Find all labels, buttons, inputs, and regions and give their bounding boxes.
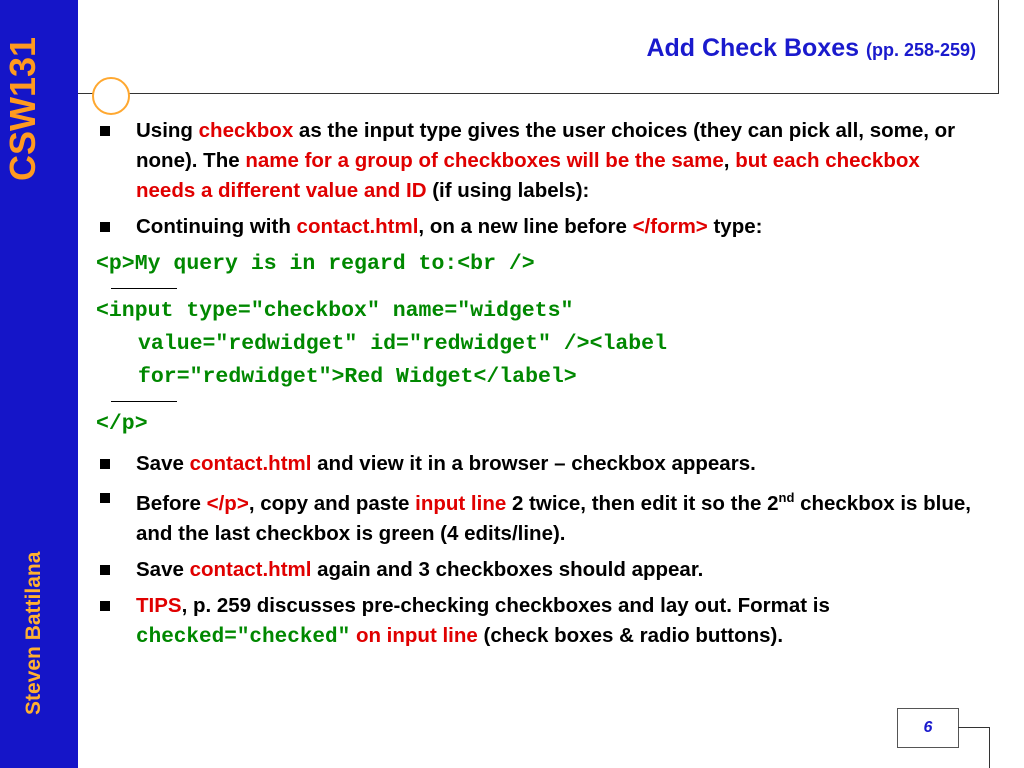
bullet-item: Save contact.html and view it in a brows…: [96, 449, 976, 479]
bullet-text: Using: [136, 119, 199, 142]
slide-title: Add Check Boxes (pp. 258-259): [646, 34, 976, 63]
bullet-square-icon: [100, 222, 110, 232]
divider: [111, 401, 177, 402]
bullet-item: Save contact.html again and 3 checkboxes…: [96, 555, 976, 585]
bullet-text: as the input type gives the user choices…: [136, 119, 956, 172]
bullet-square-icon: [100, 564, 110, 575]
superscript: nd: [778, 490, 795, 505]
title-pages: (pp. 258-259): [865, 40, 976, 60]
bullet-text: Save: [136, 557, 190, 581]
code-line: for="redwidget">Red Widget</label>: [138, 365, 577, 389]
divider: [111, 288, 177, 289]
sidebar: CSW131 Steven Battilana: [0, 0, 78, 768]
highlight-text: on input line: [350, 623, 478, 647]
code-block: <p>My query is in regard to:<br /> <inpu…: [96, 248, 976, 441]
bullet-item: TIPS, p. 259 discusses pre-checking chec…: [96, 591, 976, 653]
inline-code: checked="checked": [136, 625, 351, 649]
bullet-item: Before </p>, copy and paste input line 2…: [96, 483, 976, 549]
code-line: <input type="checkbox" name="widgets": [96, 299, 574, 323]
bullet-text: Save: [136, 452, 190, 475]
bullet-text: , on a new line before: [418, 215, 633, 238]
highlight-text: </form>: [632, 215, 708, 238]
code-line: <p>My query is in regard to:<br />: [96, 252, 535, 276]
page-number: 6: [897, 708, 959, 748]
highlight-text: contact.html: [189, 557, 312, 581]
bullet-text: (check boxes & radio buttons).: [477, 623, 784, 647]
bullet-text: , copy and paste: [248, 491, 416, 515]
slide-content: Using checkbox as the input type gives t…: [96, 116, 976, 653]
bullet-text: , p. 259 discusses pre-checking checkbox…: [181, 593, 830, 617]
header-rule: [78, 93, 999, 94]
highlight-text: </p>: [206, 491, 249, 515]
bullet-text: Before: [136, 491, 207, 515]
highlight-text: checkbox: [198, 119, 294, 142]
highlight-text: contact.html: [189, 452, 312, 475]
header-vertical-rule: [998, 0, 999, 94]
code-line: value="redwidget" id="redwidget" /><labe…: [138, 332, 667, 356]
title-main: Add Check Boxes: [646, 34, 859, 62]
code-line: </p>: [96, 412, 148, 436]
bullet-text: again and 3 checkboxes should appear.: [311, 557, 704, 581]
bullet-item: Continuing with contact.html, on a new l…: [96, 212, 976, 242]
bullet-text: ,: [723, 149, 736, 172]
bullet-square-icon: [100, 459, 110, 469]
highlight-text: contact.html: [296, 215, 419, 238]
bullet-item: Using checkbox as the input type gives t…: [96, 116, 976, 206]
footer-rule: [958, 727, 990, 728]
bullet-text: (if using labels):: [426, 179, 590, 202]
bullet-text: and view it in a browser – checkbox appe…: [311, 452, 756, 475]
bullet-square-icon: [100, 600, 110, 611]
bullet-text: 2 twice, then edit it so the 2: [506, 491, 779, 515]
bullet-square-icon: [100, 126, 110, 136]
footer-vertical-rule: [989, 727, 990, 768]
course-code: CSW131: [2, 36, 43, 182]
bullet-text: type:: [707, 215, 763, 238]
highlight-text: TIPS: [136, 593, 182, 617]
highlight-text: but each checkbox needs a different valu…: [136, 149, 920, 202]
bullet-text: Continuing with: [136, 215, 297, 238]
highlight-text: input line: [415, 491, 507, 515]
highlight-text: name for a group of checkboxes will be t…: [245, 149, 724, 172]
bullet-text: checkbox is blue, and the last checkbox …: [136, 491, 971, 545]
author-name: Steven Battilana: [22, 551, 45, 715]
decorative-circle-icon: [92, 77, 130, 115]
bullet-square-icon: [100, 493, 110, 503]
